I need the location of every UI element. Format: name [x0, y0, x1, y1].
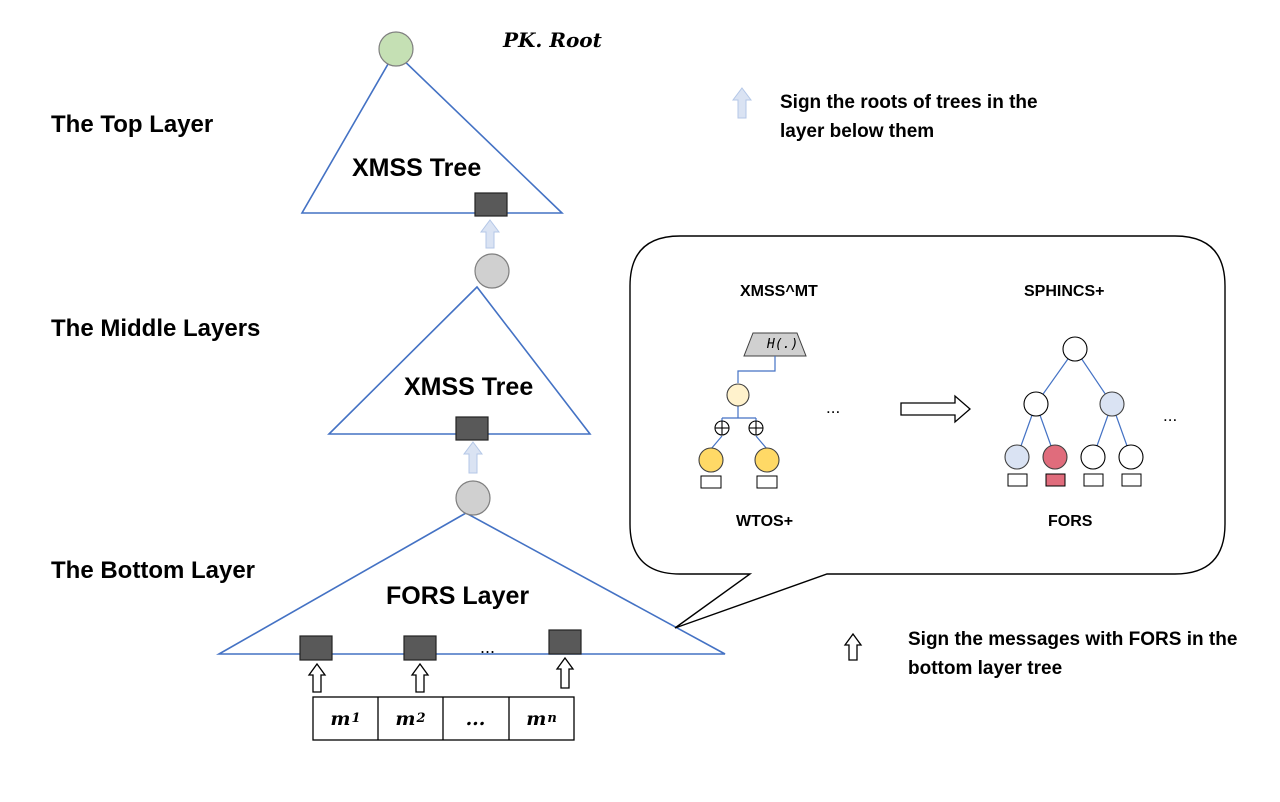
wots-node	[726, 383, 750, 407]
fors-leaf-box	[1083, 473, 1104, 487]
outline-arrow-icon	[307, 662, 327, 693]
bottom-leaf-ellipsis: ...	[480, 637, 496, 657]
top-tree-triangle	[300, 50, 564, 214]
bottom-layer-label: The Bottom Layer	[51, 557, 256, 584]
fors-node	[1023, 391, 1049, 417]
inset-fors-diagram	[1004, 336, 1144, 487]
fors-root-node	[1062, 336, 1088, 362]
light-arrow-icon	[480, 219, 500, 249]
wots-leaf-box	[756, 475, 778, 489]
wots-node	[754, 447, 780, 473]
hash-function-label: H(.)	[767, 337, 799, 352]
fors-leaf-node	[1080, 444, 1106, 470]
wots-node	[698, 447, 724, 473]
xor-icon	[714, 420, 730, 436]
outline-arrow-icon	[410, 662, 430, 693]
fors-node	[1099, 391, 1125, 417]
legend-outline-arrow-icon	[843, 632, 863, 661]
fors-leaf-box-selected	[1045, 473, 1066, 487]
bottom-fors-tree	[215, 480, 726, 661]
middle-root-node	[474, 253, 510, 289]
top-tree-leaf-box	[474, 192, 508, 217]
outline-arrow-icon	[555, 656, 575, 689]
inset-left-caption: WTOS+	[736, 513, 794, 530]
inset-right-title: SPHINCS+	[1024, 283, 1105, 300]
message-arrows	[307, 656, 575, 693]
fors-leaf-box	[1121, 473, 1142, 487]
fors-leaf-box-2	[403, 635, 437, 661]
fors-leaf-node	[1004, 444, 1030, 470]
inset-wots-diagram	[698, 332, 807, 489]
pk-root-node	[378, 31, 414, 67]
pk-root-label: PK. Root	[503, 28, 602, 52]
bottom-tree-label: FORS Layer	[386, 582, 530, 610]
inset-left-title: XMSS^MT	[740, 283, 818, 300]
bottom-root-node	[455, 480, 491, 516]
top-xmss-tree	[300, 31, 564, 217]
legend-light-arrow-icon	[732, 87, 752, 119]
middle-tree-leaf-box	[455, 416, 489, 441]
inset-left-ellipsis: ...	[826, 398, 841, 417]
middle-tree-triangle	[327, 285, 592, 435]
middle-tree-label: XMSS Tree	[404, 373, 534, 401]
legend-light-arrow-text: Sign the roots of trees in the layer bel…	[780, 92, 1038, 142]
hash-box	[743, 332, 807, 357]
middle-xmss-tree	[327, 253, 592, 441]
fors-leaf-node-selected	[1042, 444, 1068, 470]
message-row	[312, 696, 575, 741]
light-arrow-icon	[463, 441, 483, 474]
wots-leaf-box	[700, 475, 722, 489]
inset-right-ellipsis: ...	[1163, 406, 1178, 425]
xor-icon	[748, 420, 764, 436]
message-cell-ellipsis: ...	[465, 707, 486, 730]
legend-outline-arrow-text: Sign the messages with FORS in the botto…	[908, 629, 1238, 679]
fors-leaf-box-n	[548, 629, 582, 655]
bottom-tree-triangle	[215, 512, 726, 655]
transform-arrow-icon	[900, 394, 971, 424]
fors-leaf-node	[1118, 444, 1144, 470]
inset-right-caption: FORS	[1048, 513, 1093, 530]
top-tree-label: XMSS Tree	[352, 154, 482, 182]
fors-leaf-box	[1007, 473, 1028, 487]
fors-leaf-box-1	[299, 635, 333, 661]
middle-layers-label: The Middle Layers	[51, 315, 261, 342]
top-layer-label: The Top Layer	[51, 111, 214, 138]
